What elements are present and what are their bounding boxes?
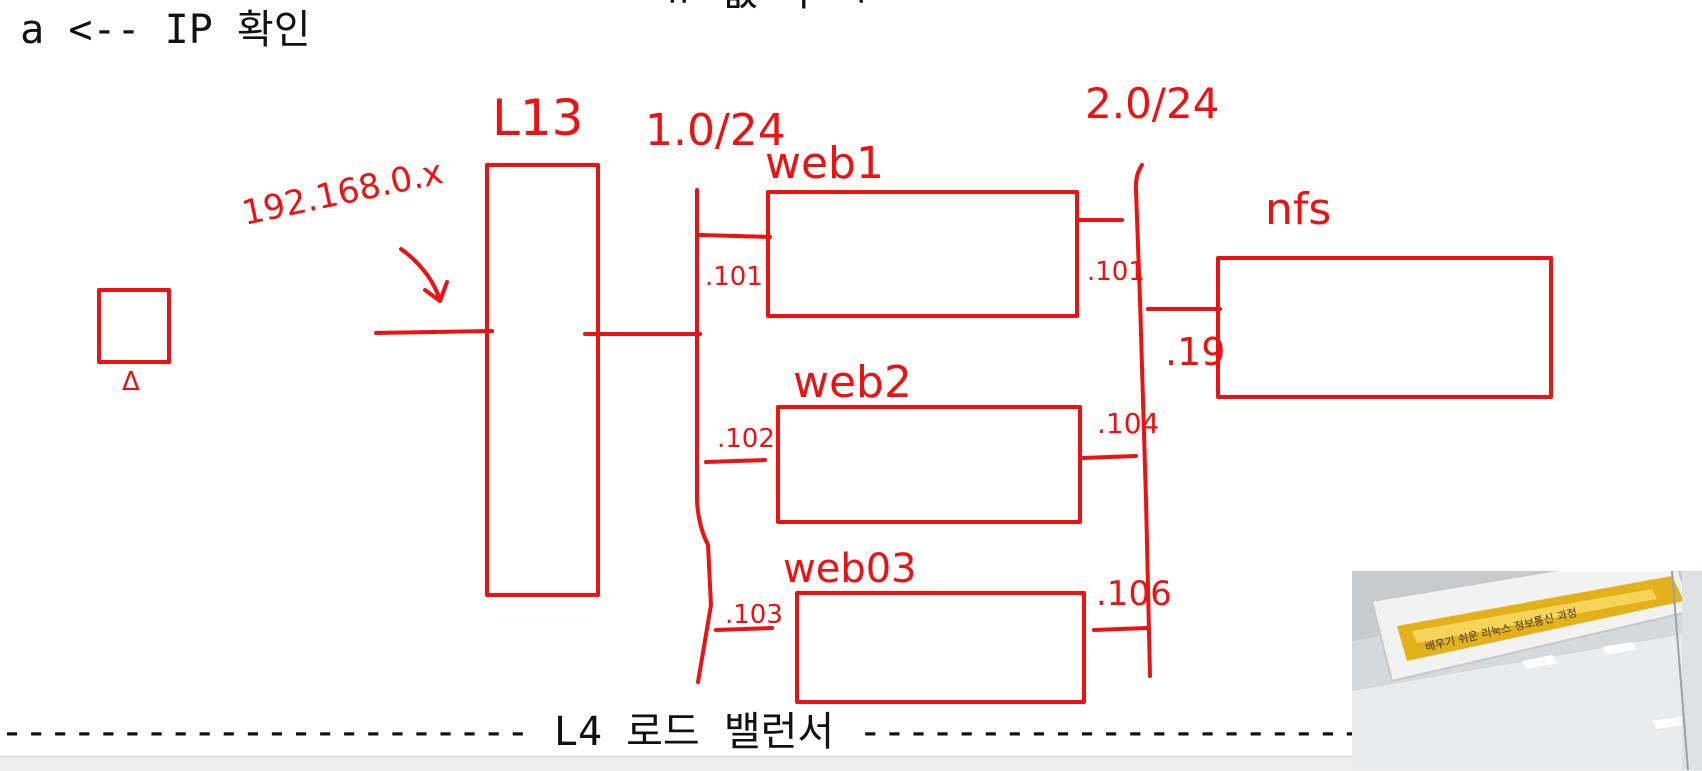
web2-box [776, 405, 1082, 524]
web1-label: web1 [765, 138, 884, 189]
nfs-label: nfs [1265, 184, 1331, 235]
web2-link [704, 458, 767, 464]
editor-line-ip-check: o a <-- IP 확인 [0, 7, 311, 53]
net2-bus [1133, 163, 1152, 678]
webcam-scene [1352, 571, 1702, 770]
web2-net2-link [1081, 454, 1138, 460]
web3-ip-left: .103 [725, 600, 783, 630]
client-box [97, 288, 171, 364]
web2-ip-left: .102 [717, 424, 775, 454]
web2-label: web2 [793, 357, 912, 408]
web1-link [698, 233, 772, 239]
web1-ip-right: .101 [1087, 257, 1145, 287]
status-bar [0, 756, 1702, 771]
net2-label: 2.0/24 [1085, 79, 1219, 128]
web3-ip-right: .106 [1096, 574, 1172, 614]
webcam-overlay: 배우기 쉬운 리눅스 정보통신 과정 [1352, 571, 1702, 770]
net1-bus [695, 188, 713, 684]
nfs-box [1216, 256, 1553, 399]
web3-link [714, 626, 774, 632]
client-link [374, 329, 494, 335]
web3-box [795, 591, 1086, 704]
l3-label: L13 [492, 89, 583, 147]
web1-ip-left: .101 [705, 262, 763, 292]
l3-switch-box [485, 163, 600, 597]
client-net-label: 192.168.0.x [239, 152, 447, 234]
net1-label: 1.0/24 [645, 105, 786, 156]
web2-ip-right: .104 [1097, 407, 1159, 440]
client-label: Δ [122, 367, 140, 397]
nfs-ip-label: .19 [1165, 330, 1225, 374]
editor-line-cut-top: ㅠ 없 ㅓ ㅜ ㅂ [660, 0, 940, 12]
web3-net2-link [1092, 626, 1150, 632]
web1-box [766, 190, 1079, 318]
web3-label: web03 [783, 546, 917, 592]
arrow-icon [399, 247, 449, 303]
